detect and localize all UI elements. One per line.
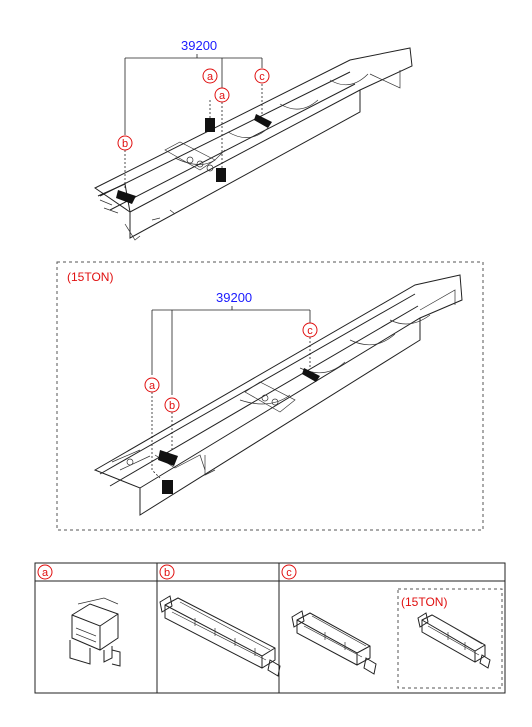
diagram-15ton-part-number: 39200 — [216, 290, 252, 305]
top-part-b — [116, 190, 136, 204]
diagram-15ton-callout-b: b — [164, 397, 180, 413]
top-leader-bracket — [124, 54, 263, 135]
table-header-c: c — [281, 564, 297, 580]
diagram-15ton-callout-a: a — [144, 377, 160, 393]
diagram-15ton-callout-a-text: a — [149, 380, 156, 392]
top-callout-b: b — [117, 135, 133, 151]
diagram-15ton-label: (15TON) — [67, 270, 113, 284]
diagram-15ton-chassis-frame — [93, 274, 463, 516]
top-parts — [116, 80, 272, 204]
diagram-15ton-part-b — [158, 450, 178, 466]
part-b-illustration — [159, 595, 281, 677]
top-callout-a-1: a — [202, 68, 218, 84]
diagram-15ton-parts — [151, 337, 320, 494]
top-callout-c-text: c — [259, 71, 265, 83]
top-diagram: 39200 — [94, 38, 413, 241]
diagram-15ton: (15TON) 39200 c — [56, 261, 484, 531]
top-part-a2 — [216, 168, 226, 182]
table-15ton-border — [397, 588, 503, 689]
diagram-15ton-part-a — [162, 480, 173, 494]
table-15ton-label: (15TON) — [401, 595, 447, 609]
part-a-illustration — [69, 597, 121, 667]
part-c-15ton-illustration — [417, 612, 491, 669]
top-callout-a-2-text: a — [219, 90, 226, 102]
diagram-15ton-callout-c-text: c — [307, 325, 313, 337]
parts-table-border — [34, 562, 506, 694]
top-chassis-frame — [94, 47, 413, 241]
diagram-15ton-border — [56, 261, 484, 531]
top-callout-c: c — [254, 68, 270, 84]
table-header-b-text: b — [164, 567, 170, 579]
diagram-15ton-part-c — [302, 368, 320, 382]
table-header-a: a — [37, 564, 53, 580]
top-callout-b-text: b — [122, 138, 128, 150]
top-callout-a-2: a — [214, 87, 230, 103]
top-part-c — [254, 114, 272, 128]
table-header-b: b — [159, 564, 175, 580]
diagram-15ton-leader-bracket — [151, 306, 311, 395]
table-15ton-subbox: (15TON) — [397, 588, 503, 689]
diagram-15ton-callout-c: c — [302, 322, 318, 338]
top-part-number: 39200 — [181, 38, 217, 53]
diagram-15ton-callout-b-text: b — [169, 400, 175, 412]
top-part-a1 — [205, 118, 215, 132]
parts-table: a b c — [34, 562, 506, 694]
parts-table-grid — [35, 563, 505, 693]
table-header-c-text: c — [286, 567, 292, 579]
part-c-illustration — [291, 610, 377, 675]
top-callout-a-1-text: a — [207, 71, 214, 83]
table-header-a-text: a — [42, 567, 49, 579]
